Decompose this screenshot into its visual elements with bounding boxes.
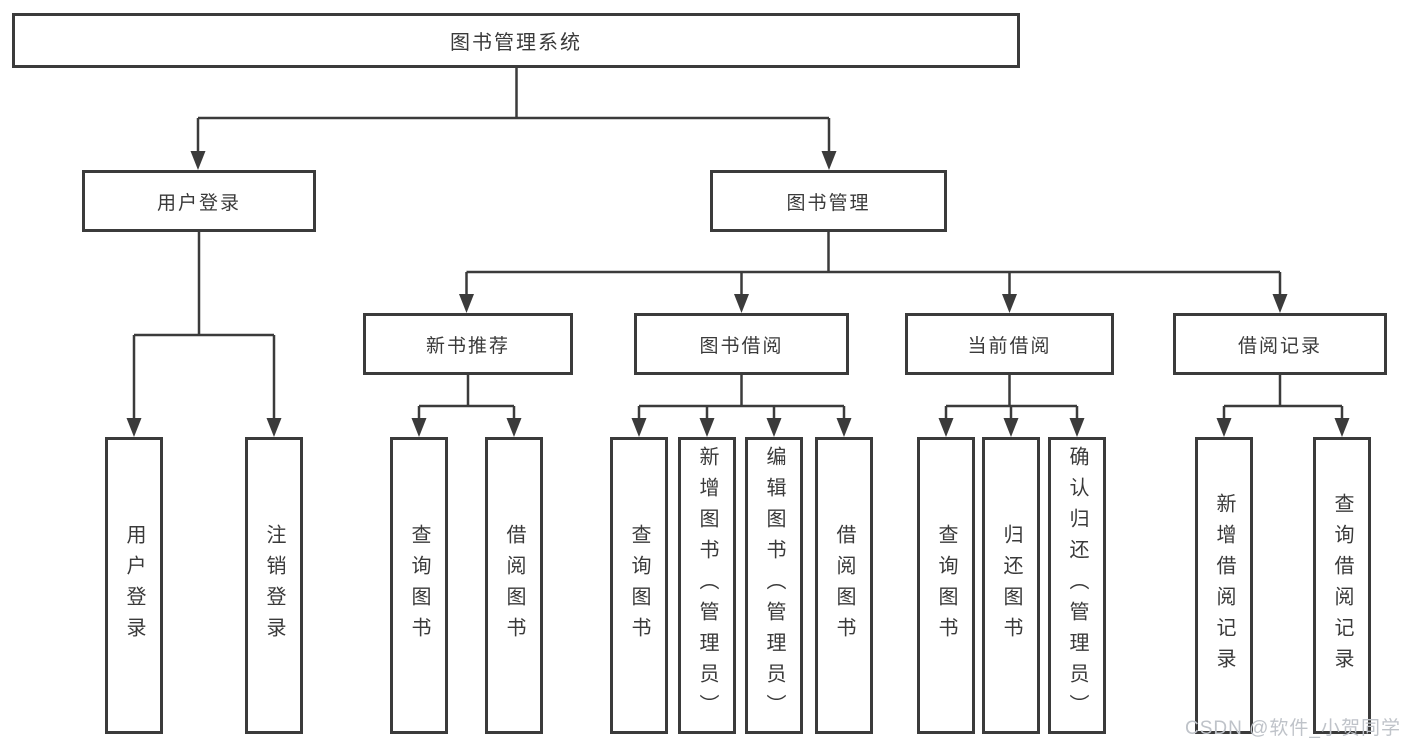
connector-newbook-to-leaves	[417, 375, 516, 420]
leaf-label: 归还图书	[1000, 523, 1022, 648]
node-borrow-records: 借阅记录	[1173, 313, 1387, 375]
leaf-newbook-borrow-books: 借阅图书	[485, 437, 543, 734]
connector-records-to-leaves	[1222, 375, 1344, 420]
leaf-label: 新增图书（管理员）	[696, 446, 718, 725]
leaf-records-add-record: 新增借阅记录	[1195, 437, 1253, 734]
leaf-records-query-record: 查询借阅记录	[1313, 437, 1371, 734]
connector-bookmgmt-to-level3	[465, 232, 1282, 296]
leaf-borrow-query-books: 查询图书	[610, 437, 668, 734]
node-library-management-system: 图书管理系统	[12, 13, 1020, 68]
node-label: 图书管理	[786, 192, 871, 214]
leaf-label: 查询借阅记录	[1331, 492, 1353, 679]
node-user-login: 用户登录	[82, 170, 316, 232]
connector-bookborrow-to-leaves	[637, 375, 846, 420]
leaf-label: 确认归还（管理员）	[1066, 446, 1088, 725]
leaf-newbook-query-books: 查询图书	[390, 437, 448, 734]
leaf-label: 借阅图书	[833, 523, 855, 648]
leaf-user-login: 用户登录	[105, 437, 163, 734]
leaf-label: 借阅图书	[503, 523, 525, 648]
leaf-label: 新增借阅记录	[1213, 492, 1235, 679]
leaf-borrow-add-books-admin: 新增图书（管理员）	[678, 437, 736, 734]
connector-root-to-level2	[196, 68, 831, 153]
leaf-label: 查询图书	[628, 523, 650, 648]
connector-userlogin-to-leaves	[132, 232, 276, 420]
node-label: 图书借阅	[699, 335, 784, 357]
arrowheads	[126, 151, 1350, 437]
node-book-management: 图书管理	[710, 170, 947, 232]
node-label: 借阅记录	[1237, 335, 1322, 357]
csdn-watermark: CSDN @软件_小贺同学	[1185, 718, 1401, 739]
leaf-logout: 注销登录	[245, 437, 303, 734]
node-label: 图书管理系统	[450, 32, 582, 54]
leaf-label: 编辑图书（管理员）	[763, 446, 785, 725]
node-label: 当前借阅	[967, 335, 1052, 357]
node-label: 用户登录	[156, 192, 241, 214]
leaf-label: 查询图书	[408, 523, 430, 648]
node-book-borrow: 图书借阅	[634, 313, 849, 375]
leaf-label: 查询图书	[935, 523, 957, 648]
leaf-current-return-books: 归还图书	[982, 437, 1040, 734]
leaf-current-confirm-return-admin: 确认归还（管理员）	[1048, 437, 1106, 734]
leaf-current-query-books: 查询图书	[917, 437, 975, 734]
node-new-book-recommend: 新书推荐	[363, 313, 573, 375]
leaf-label: 用户登录	[123, 523, 145, 648]
leaf-borrow-edit-books-admin: 编辑图书（管理员）	[745, 437, 803, 734]
connector-currentborrow-to-leaves	[944, 375, 1079, 420]
node-label: 新书推荐	[425, 335, 510, 357]
leaf-borrow-borrow-books: 借阅图书	[815, 437, 873, 734]
leaf-label: 注销登录	[263, 523, 285, 648]
node-current-borrow: 当前借阅	[905, 313, 1114, 375]
